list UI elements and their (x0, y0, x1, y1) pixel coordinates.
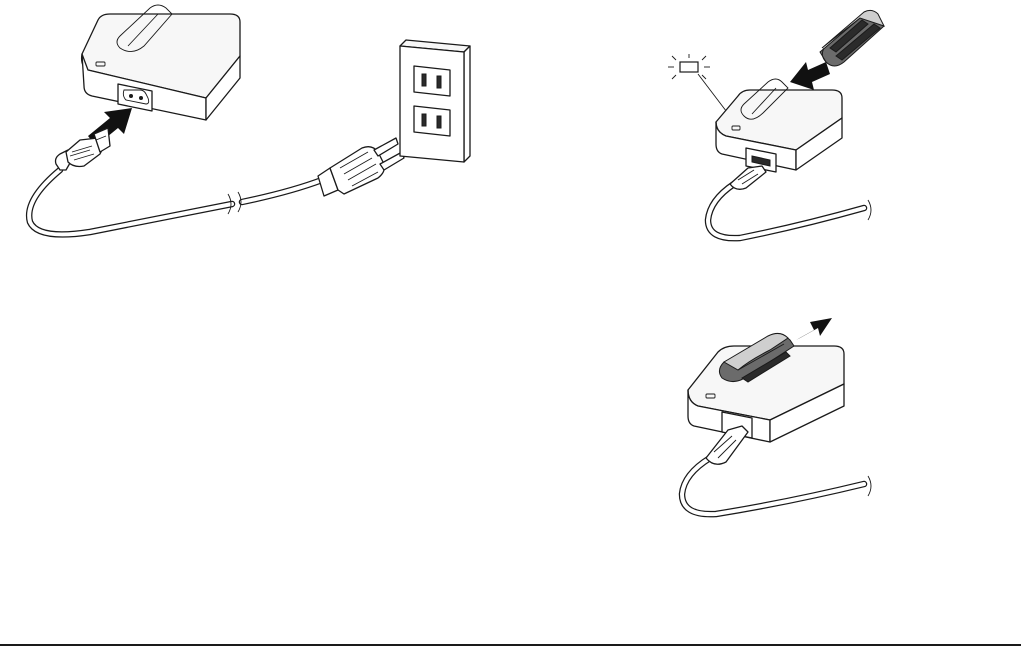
remove-arrow-icon (796, 318, 832, 340)
charger-icon (716, 79, 842, 172)
charger-icon (82, 5, 240, 120)
panel-insert-battery (668, 10, 884, 238)
power-cord-icon (708, 166, 871, 238)
panel-connect-power (29, 5, 470, 234)
power-cord-icon (29, 128, 404, 234)
wall-outlet-icon (400, 40, 470, 162)
insert-arrow-icon (790, 62, 830, 90)
panel-remove-battery (682, 318, 871, 514)
battery-icon (820, 10, 884, 66)
